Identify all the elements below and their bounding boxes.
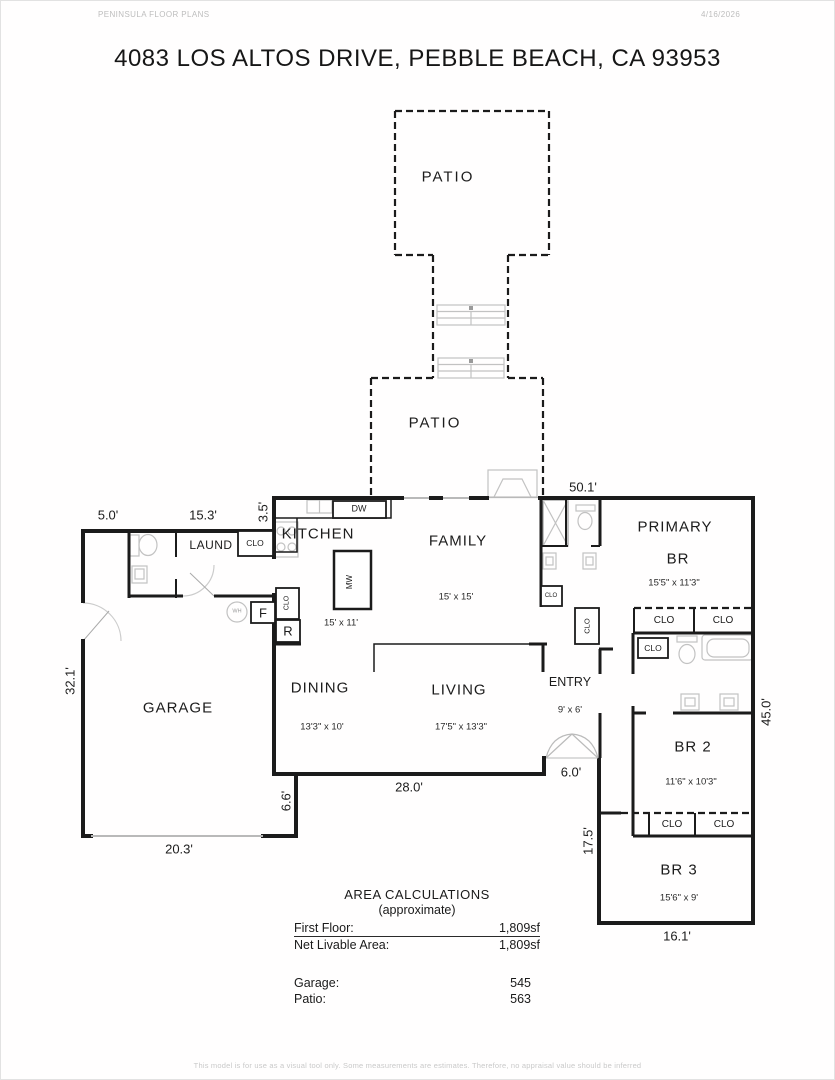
dim-20-3: 20.3' xyxy=(165,841,193,857)
closet-label-hall: CLO xyxy=(582,618,592,634)
fixtures-layer xyxy=(82,304,754,759)
area-calc-row-patio: Patio: 563 xyxy=(294,991,540,1007)
br3-label: BR 3 xyxy=(660,861,698,879)
primary-closet-small-box xyxy=(540,585,563,607)
hall-closet-box xyxy=(574,607,600,645)
refrigerator-label: R xyxy=(283,623,293,639)
date-text: 4/16/2026 xyxy=(701,10,741,19)
closet-label-primary-1: CLO xyxy=(653,615,675,626)
bathtub xyxy=(701,634,754,661)
area-calc-value: 545 xyxy=(510,976,531,990)
dim-50-1: 50.1' xyxy=(569,479,597,495)
primary-br-label-1: PRIMARY xyxy=(637,518,713,536)
kitchen-island xyxy=(332,549,373,611)
page-title: 4083 LOS ALTOS DRIVE, PEBBLE BEACH, CA 9… xyxy=(114,45,721,72)
closet-label-br2-1: CLO xyxy=(661,819,683,830)
water-heater xyxy=(226,601,248,623)
entry-dims: 9' x 6' xyxy=(557,704,583,716)
primary-br-label-2: BR xyxy=(666,550,690,568)
living-dims: 17'5" x 13'3" xyxy=(434,721,488,733)
dim-3-5: 3.5' xyxy=(255,501,271,523)
half-bath-sink xyxy=(131,565,148,584)
area-calc-label: Patio: xyxy=(294,992,326,1006)
area-calculations: AREA CALCULATIONS (approximate) First Fl… xyxy=(294,887,540,1007)
closet-label-primary-2: CLO xyxy=(712,615,734,626)
dim-28-0: 28.0' xyxy=(395,779,423,795)
disclaimer-text: This model is for use as a visual tool o… xyxy=(193,1061,642,1070)
closet-label-bath: CLO xyxy=(644,642,662,653)
step-marker xyxy=(469,306,473,310)
area-calc-row-garage: Garage: 545 xyxy=(294,975,540,991)
dishwasher-label: DW xyxy=(351,503,367,514)
primary-toilet xyxy=(575,504,596,531)
area-calc-label: First Floor: xyxy=(294,921,354,935)
dim-17-5: 17.5' xyxy=(580,827,596,855)
br2-label: BR 2 xyxy=(674,738,712,756)
microwave-label: MW xyxy=(345,574,354,590)
dishwasher-box xyxy=(332,500,387,519)
area-calc-row-net-livable: Net Livable Area: 1,809sf xyxy=(294,937,540,953)
dim-15-3: 15.3' xyxy=(189,507,217,523)
half-bath-toilet xyxy=(129,533,158,557)
dim-5-0: 5.0' xyxy=(97,507,119,523)
laundry-label: LAUND xyxy=(189,538,233,552)
area-calc-label: Garage: xyxy=(294,976,340,990)
kitchen-label: KITCHEN xyxy=(281,525,355,543)
br3-dims: 15'6" x 9' xyxy=(659,892,699,904)
living-label: LIVING xyxy=(431,681,487,699)
garage-label: GARAGE xyxy=(142,699,214,717)
area-calc-value: 1,809sf xyxy=(498,938,540,952)
kitchen-sink xyxy=(306,499,333,514)
dining-label: DINING xyxy=(290,679,350,697)
dining-dims: 13'3" x 10' xyxy=(300,721,344,733)
walls-layer xyxy=(81,496,755,925)
area-calc-subtitle: (approximate) xyxy=(378,903,456,917)
furnace-box xyxy=(250,601,276,624)
dim-32-1: 32.1' xyxy=(62,667,78,695)
area-calc-value: 563 xyxy=(510,992,531,1006)
closet-label-primary-small: CLO xyxy=(544,593,558,599)
patio-top-label: PATIO xyxy=(421,168,475,186)
cabinet-boxes xyxy=(237,500,669,659)
area-calc-value: 1,809sf xyxy=(498,921,540,935)
dim-6-6: 6.6' xyxy=(278,790,294,812)
area-calc-label: Net Livable Area: xyxy=(294,938,390,952)
family-dims: 15' x 15' xyxy=(438,591,474,603)
closet-label-kitchen: CLO xyxy=(283,595,291,611)
br2-dims: 11'6" x 10'3" xyxy=(665,776,717,788)
patio-mid-label: PATIO xyxy=(408,414,462,432)
entry-label: ENTRY xyxy=(548,674,592,689)
refrigerator-box xyxy=(275,619,301,643)
dim-6-0: 6.0' xyxy=(560,764,582,780)
kitchen-closet-box xyxy=(275,587,300,620)
bath-closet-box xyxy=(637,637,669,659)
dim-16-1: 16.1' xyxy=(663,928,691,944)
hall-bath-sinks xyxy=(680,693,739,711)
laundry-closet-box xyxy=(237,530,274,557)
primary-br-dims: 15'5" x 11'3" xyxy=(648,577,700,589)
dim-45-0: 45.0' xyxy=(758,698,774,726)
closet-label-br2-2: CLO xyxy=(713,819,735,830)
area-calc-row-first-floor: First Floor: 1,809sf xyxy=(294,920,540,937)
closet-label-laundry: CLO xyxy=(246,537,264,548)
door-swings xyxy=(82,564,215,642)
shower xyxy=(542,499,569,547)
kitchen-dims: 15' x 11' xyxy=(323,617,359,629)
water-heater-label: WH xyxy=(232,608,242,615)
fireplace xyxy=(487,469,538,498)
windows-layer xyxy=(91,496,598,837)
furnace-label: F xyxy=(259,605,267,621)
primary-sinks xyxy=(542,552,597,570)
french-doors xyxy=(545,733,599,759)
family-label: FAMILY xyxy=(428,532,488,550)
area-calc-title: AREA CALCULATIONS xyxy=(344,887,490,902)
hall-bath-toilet xyxy=(676,635,698,665)
brand-text: PENINSULA FLOOR PLANS xyxy=(98,10,210,19)
